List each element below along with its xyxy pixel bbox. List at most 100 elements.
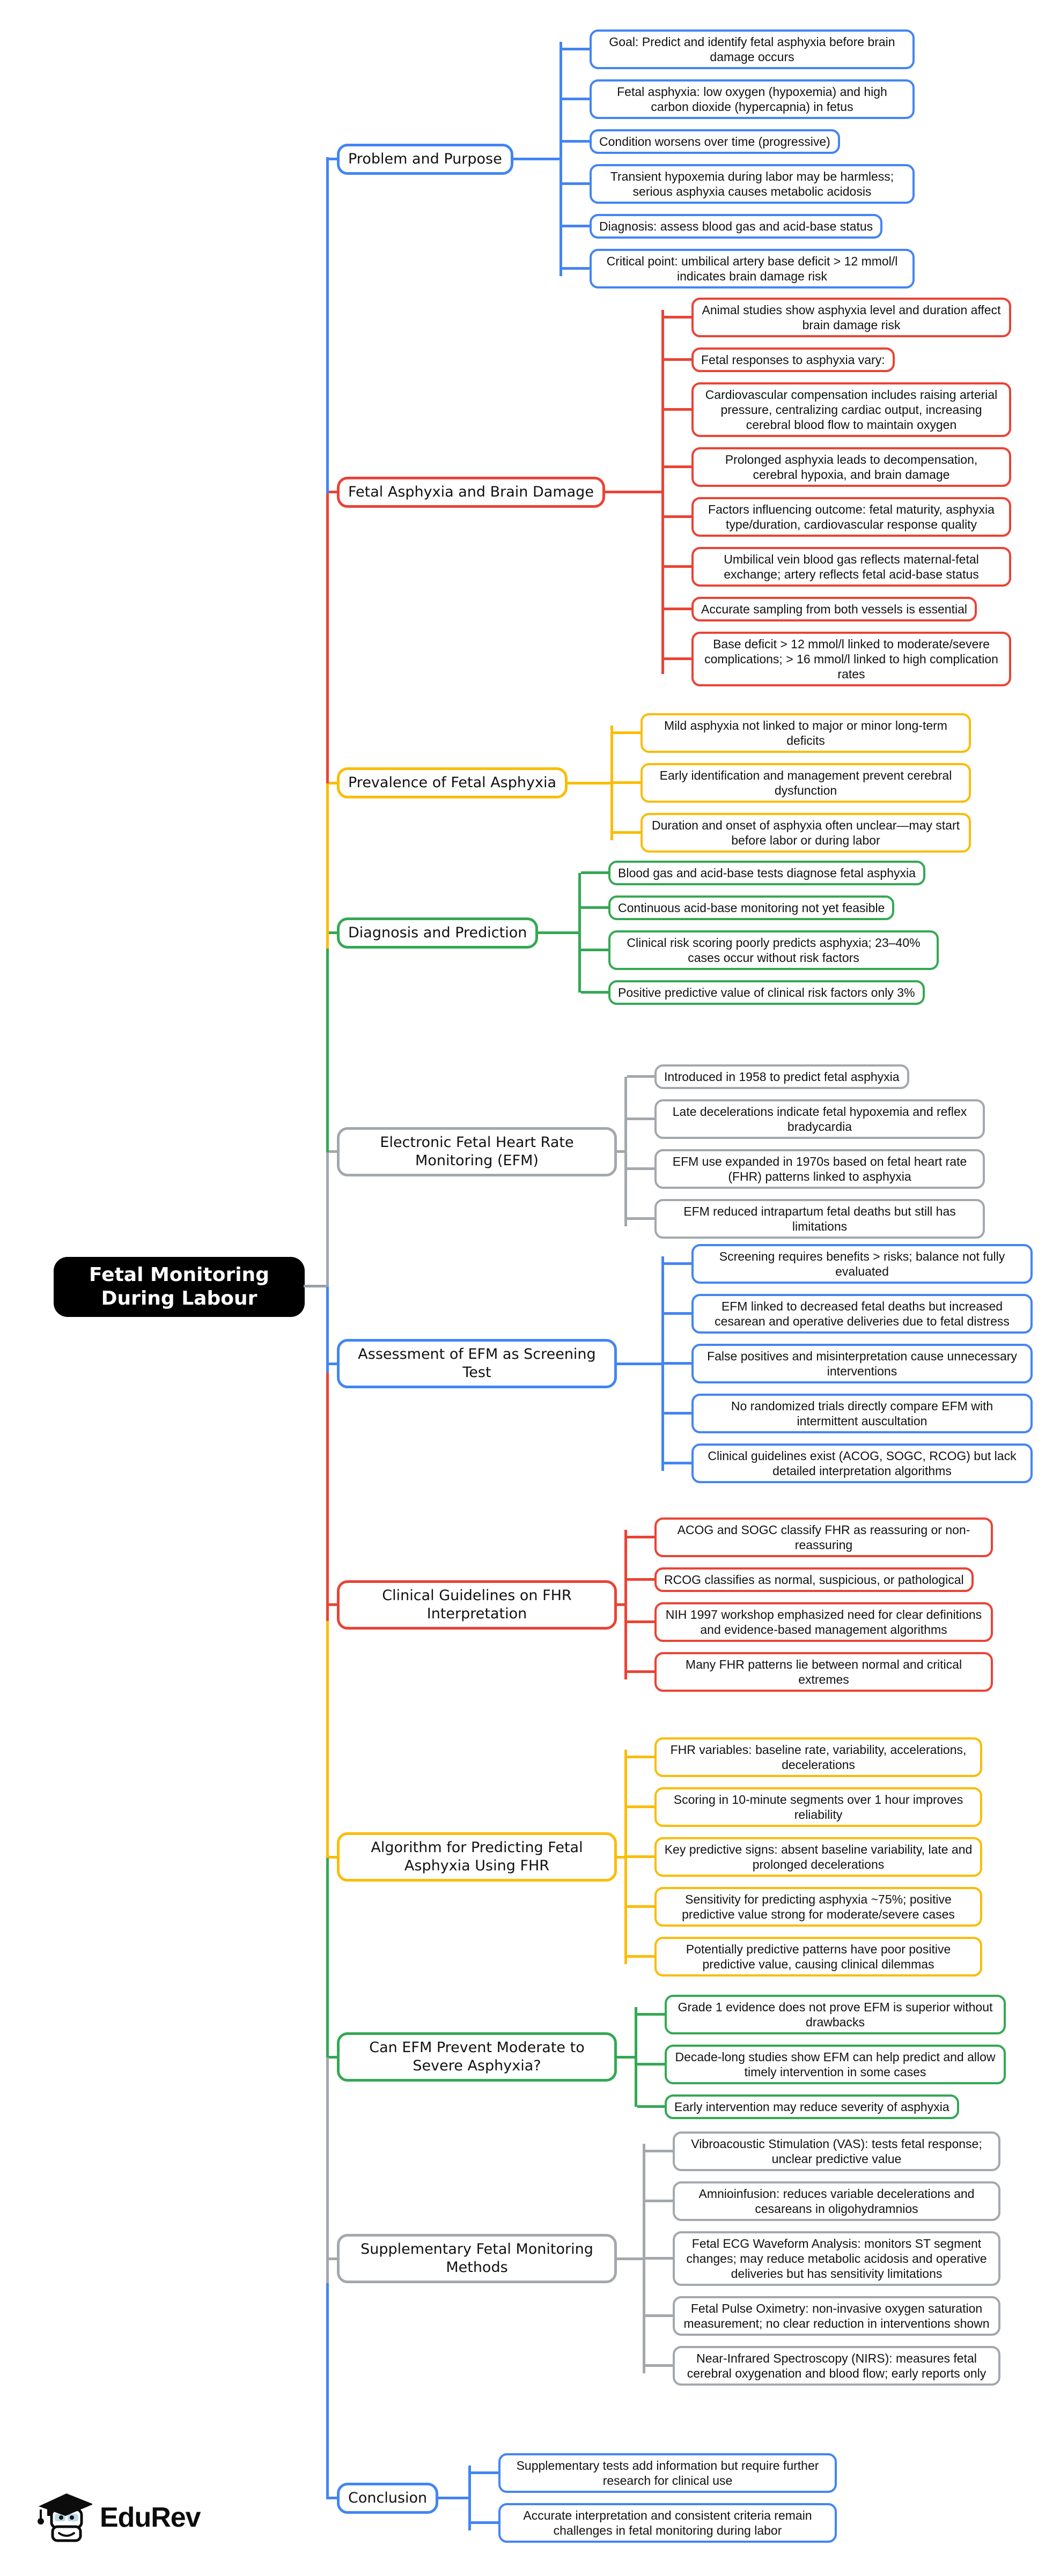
edurev-logo-icon: [33, 2488, 93, 2547]
branch-to-leaves-connector: [438, 2497, 468, 2499]
spine-segment: [326, 1373, 329, 1621]
leaf-node: No randomized trials directly compare EF…: [664, 1394, 1033, 1433]
branch-label: Algorithm for Predicting Fetal Asphyxia …: [337, 1832, 617, 1882]
branch-connector: [326, 2055, 337, 2059]
branch-label: Supplementary Fetal Monitoring Methods: [337, 2234, 617, 2283]
leaf-node: Clinical guidelines exist (ACOG, SOGC, R…: [664, 1444, 1033, 1483]
leaf-list: Supplementary tests add information but …: [468, 2453, 837, 2543]
leaf-node: Fetal asphyxia: low oxygen (hypoxemia) a…: [562, 79, 915, 119]
branch-to-leaves-connector: [513, 158, 560, 160]
branch-section-1: Problem and Purpose Goal: Predict and id…: [326, 29, 915, 288]
leaf-node: Accurate sampling from both vessels is e…: [664, 597, 977, 621]
leaf-list: ACOG and SOGC classify FHR as reassuring…: [624, 1518, 993, 1692]
branch-to-leaves-connector: [617, 1855, 624, 1859]
leaf-list: Blood gas and acid-base tests diagnose f…: [578, 861, 939, 1005]
leaf-node: EFM linked to decreased fetal deaths but…: [664, 1294, 1033, 1334]
leaf-node: Animal studies show asphyxia level and d…: [664, 298, 1011, 337]
branch-to-leaves-connector: [568, 781, 610, 784]
branch-connector: [326, 781, 337, 784]
branch-connector: [326, 1855, 337, 1859]
branch-section-2: Fetal Asphyxia and Brain Damage Animal s…: [326, 298, 1011, 686]
leaf-node: Base deficit > 12 mmol/l linked to moder…: [664, 632, 1011, 686]
branch-label: Assessment of EFM as Screening Test: [337, 1339, 617, 1388]
branch-connector: [326, 1150, 337, 1153]
leaf-node: Many FHR patterns lie between normal and…: [627, 1652, 993, 1692]
branch-label: Prevalence of Fetal Asphyxia: [337, 767, 568, 798]
leaf-list: Introduced in 1958 to predict fetal asph…: [624, 1064, 985, 1239]
leaf-node: Vibroacoustic Stimulation (VAS): tests f…: [645, 2131, 1000, 2171]
edurev-logo-text: EduRev: [100, 2501, 201, 2533]
leaf-node: Duration and onset of asphyxia often unc…: [613, 813, 971, 853]
spine-segment: [326, 494, 329, 783]
leaf-node: Early intervention may reduce severity o…: [637, 2094, 959, 2119]
spine-segment: [326, 157, 329, 494]
branch-connector: [326, 1362, 337, 1365]
branch-connector: [326, 491, 337, 493]
branch-label: Problem and Purpose: [337, 143, 513, 175]
branch-connector: [326, 1603, 337, 1606]
leaf-node: EFM use expanded in 1970s based on fetal…: [627, 1149, 985, 1189]
leaf-node: Transient hypoxemia during labor may be …: [562, 164, 915, 204]
leaf-node: Amnioinfusion: reduces variable decelera…: [645, 2181, 1000, 2221]
root-connector: [304, 1285, 328, 1287]
branch-section-9: Can EFM Prevent Moderate to Severe Asphy…: [326, 1995, 1006, 2119]
leaf-node: Sensitivity for predicting asphyxia ~75%…: [627, 1887, 982, 1927]
branch-label: Clinical Guidelines on FHR Interpretatio…: [337, 1580, 617, 1630]
leaf-list: Mild asphyxia not linked to major or min…: [610, 713, 971, 853]
leaf-node: Positive predictive value of clinical ri…: [581, 980, 925, 1005]
leaf-node: Mild asphyxia not linked to major or min…: [613, 713, 971, 753]
leaf-node: Continuous acid-base monitoring not yet …: [580, 895, 895, 920]
leaf-node: Screening requires benefits > risks; bal…: [664, 1244, 1033, 1284]
leaf-node: Near-Infrared Spectroscopy (NIRS): measu…: [645, 2346, 1000, 2386]
leaf-list: Goal: Predict and identify fetal asphyxi…: [560, 29, 915, 288]
branch-section-3: Prevalence of Fetal Asphyxia Mild asphyx…: [326, 713, 971, 853]
leaf-node: Umbilical vein blood gas reflects matern…: [664, 547, 1011, 587]
leaf-node: False positives and misinterpretation ca…: [664, 1344, 1033, 1383]
leaf-node: Condition worsens over time (progressive…: [562, 129, 840, 154]
leaf-node: Blood gas and acid-base tests diagnose f…: [581, 861, 925, 885]
leaf-node: EFM reduced intrapartum fetal deaths but…: [627, 1199, 985, 1239]
branch-to-leaves-connector: [605, 491, 661, 493]
branch-connector: [326, 2497, 337, 2499]
leaf-node: Late decelerations indicate fetal hypoxe…: [627, 1099, 985, 1139]
leaf-node: Grade 1 evidence does not prove EFM is s…: [637, 1995, 1006, 2034]
branch-to-leaves-connector: [617, 1362, 661, 1365]
branch-to-leaves-connector: [538, 931, 578, 934]
spine-segment: [326, 1858, 329, 2057]
leaf-node: Cardiovascular compensation includes rai…: [664, 382, 1011, 437]
branch-label: Diagnosis and Prediction: [337, 917, 539, 949]
spine-segment: [326, 949, 329, 1152]
leaf-node: Decade-long studies show EFM can help pr…: [637, 2045, 1006, 2084]
leaf-node: Accurate interpretation and consistent c…: [471, 2503, 837, 2543]
leaf-node: Potentially predictive patterns have poo…: [627, 1937, 982, 1977]
branch-section-11: Conclusion Supplementary tests add infor…: [326, 2453, 837, 2543]
branch-section-10: Supplementary Fetal Monitoring Methods V…: [326, 2131, 1000, 2386]
leaf-list: Vibroacoustic Stimulation (VAS): tests f…: [643, 2131, 1000, 2386]
branch-section-7: Clinical Guidelines on FHR Interpretatio…: [326, 1518, 993, 1692]
branch-label: Fetal Asphyxia and Brain Damage: [337, 476, 605, 508]
leaf-node: Supplementary tests add information but …: [471, 2453, 837, 2493]
branch-section-6: Assessment of EFM as Screening Test Scre…: [326, 1244, 1033, 1483]
leaf-node: NIH 1997 workshop emphasized need for cl…: [627, 1602, 993, 1642]
leaf-node: Fetal responses to asphyxia vary:: [664, 347, 895, 372]
spine-segment: [326, 1152, 329, 1287]
branch-section-8: Algorithm for Predicting Fetal Asphyxia …: [326, 1737, 982, 1977]
leaf-node: ACOG and SOGC classify FHR as reassuring…: [627, 1518, 993, 1557]
leaf-node: Fetal Pulse Oximetry: non-invasive oxyge…: [645, 2296, 1000, 2336]
leaf-node: Key predictive signs: absent baseline va…: [627, 1837, 982, 1877]
spine-segment: [326, 2283, 329, 2499]
leaf-node: Fetal ECG Waveform Analysis: monitors ST…: [645, 2231, 1000, 2286]
branch-label: Can EFM Prevent Moderate to Severe Asphy…: [337, 2032, 617, 2082]
spine-segment: [326, 783, 329, 949]
branch-to-leaves-connector: [617, 2055, 635, 2059]
leaf-node: RCOG classifies as normal, suspicious, o…: [627, 1567, 974, 1592]
branch-to-leaves-connector: [617, 1150, 624, 1153]
leaf-list: Screening requires benefits > risks; bal…: [661, 1244, 1033, 1483]
branch-connector: [326, 2257, 337, 2260]
branch-section-4: Diagnosis and Prediction Blood gas and a…: [326, 861, 939, 1005]
leaf-node: Critical point: umbilical artery base de…: [562, 249, 915, 288]
branch-connector: [326, 158, 337, 160]
leaf-node: Clinical risk scoring poorly predicts as…: [581, 930, 939, 970]
leaf-node: FHR variables: baseline rate, variabilit…: [627, 1737, 982, 1777]
